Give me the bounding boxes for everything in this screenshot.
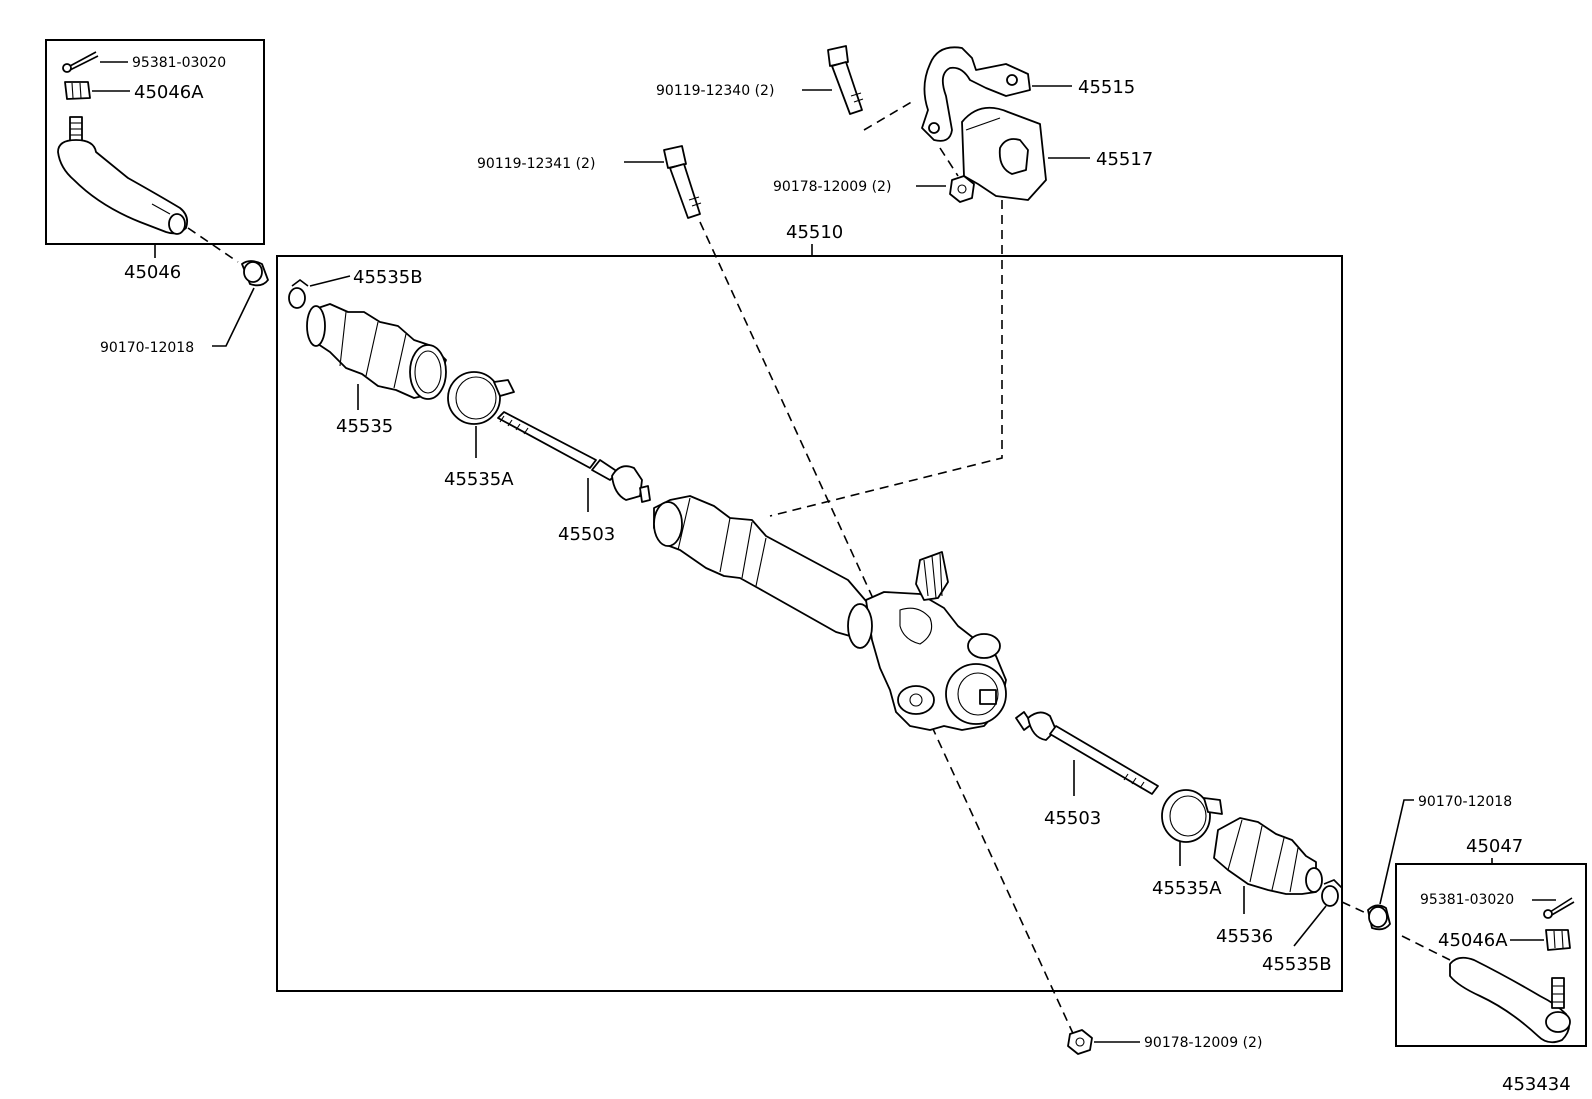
boot-45535-icon (306, 303, 447, 400)
label-90119-12340: 90119-12340 (2) (656, 83, 774, 99)
diagram-code: 453434 (1502, 1074, 1571, 1095)
left-tie-rod-box (45, 39, 265, 245)
label-90119-12341: 90119-12341 (2) (477, 156, 595, 172)
washer-left-icon (241, 260, 269, 287)
label-90170-12018-right: 90170-12018 (1418, 794, 1512, 810)
label-45503-left: 45503 (558, 524, 615, 545)
washer-right-icon (1367, 904, 1391, 931)
label-90178-12009-bottom: 90178-12009 (2) (1144, 1035, 1262, 1051)
label-90170-12018-left: 90170-12018 (100, 340, 194, 356)
label-45535B-left: 45535B (353, 267, 423, 288)
castle-nut-right-icon (1545, 929, 1571, 951)
label-45535B-right: 45535B (1262, 954, 1332, 975)
cotter-pin-left-icon (62, 51, 99, 73)
label-45535A-left: 45535A (444, 469, 514, 490)
label-45517: 45517 (1096, 149, 1153, 170)
cotter-pin-right-icon (1543, 897, 1575, 919)
nut-90178-12009-top-icon (949, 175, 975, 203)
bolt-90119-12341-icon (663, 145, 702, 219)
label-95381-03020-right: 95381-03020 (1420, 892, 1514, 908)
rack-housing-icon (653, 495, 1007, 731)
right-tie-rod-box (1395, 863, 1587, 1047)
inner-rod-45503-left-icon (497, 411, 651, 503)
clamp-45535A-right-icon (1161, 789, 1223, 843)
label-45046A-left: 45046A (134, 82, 204, 103)
label-45536: 45536 (1216, 926, 1273, 947)
label-45535A-right: 45535A (1152, 878, 1222, 899)
clip-45535B-right-icon (1321, 879, 1343, 907)
label-90178-12009-top: 90178-12009 (2) (773, 179, 891, 195)
bolt-90119-12340-icon (827, 45, 864, 115)
clamp-45535A-left-icon (447, 371, 515, 425)
tie-rod-end-right-icon (1449, 956, 1571, 1044)
bracket-45515-icon (921, 46, 1031, 142)
rack-assembly-box (276, 255, 1343, 992)
castle-nut-left-icon (64, 81, 91, 100)
label-45510: 45510 (786, 222, 843, 243)
boot-45536-icon (1213, 817, 1323, 895)
nut-90178-12009-bottom-icon (1067, 1029, 1093, 1055)
label-45046A-right: 45046A (1438, 930, 1508, 951)
label-45046: 45046 (124, 262, 181, 283)
clip-45535B-left-icon (288, 279, 309, 309)
label-45515: 45515 (1078, 77, 1135, 98)
tie-rod-end-left-icon (57, 116, 189, 235)
label-45503-right: 45503 (1044, 808, 1101, 829)
label-95381-03020-left: 95381-03020 (132, 55, 226, 71)
bushing-45517-icon (961, 106, 1047, 201)
label-45047: 45047 (1466, 836, 1523, 857)
inner-rod-45503-right-icon (1015, 711, 1159, 795)
label-45535: 45535 (336, 416, 393, 437)
